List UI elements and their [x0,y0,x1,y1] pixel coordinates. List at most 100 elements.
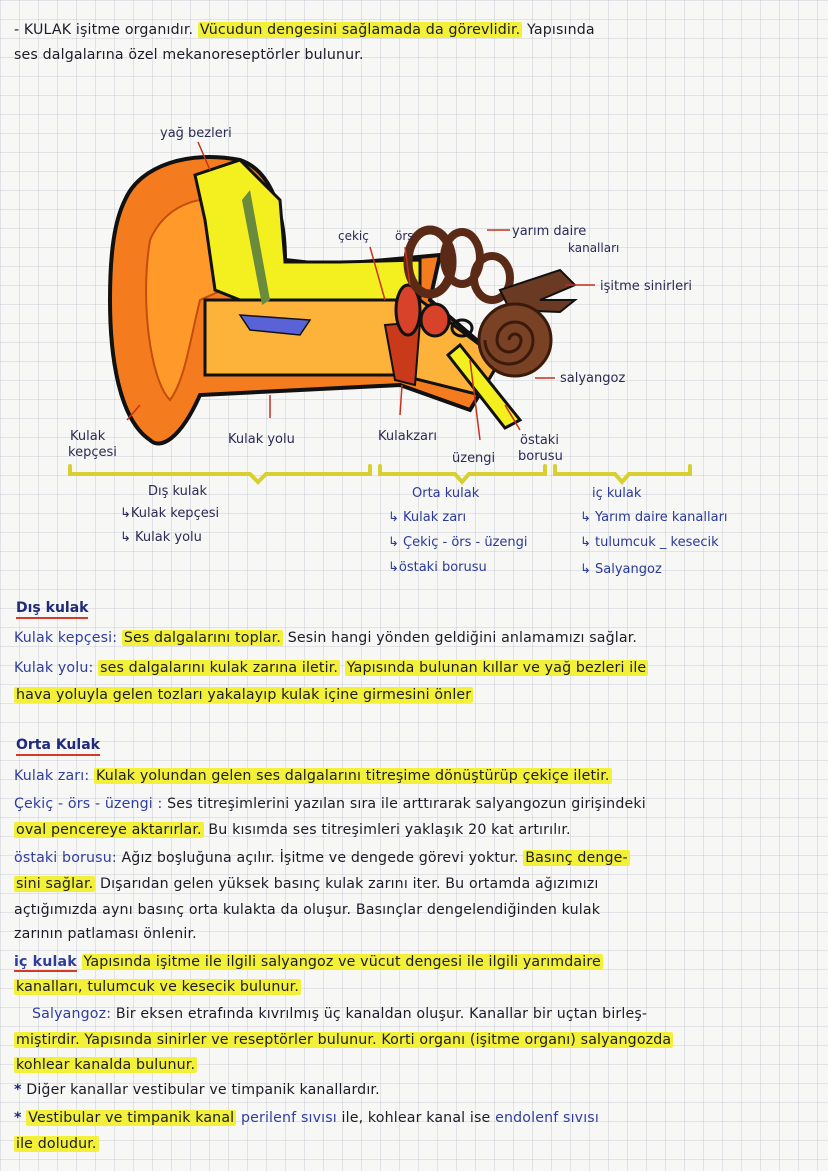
label-cekic: çekiç [338,229,369,243]
text: Bu kısımda ses titreşimleri yaklaşık 20 … [208,822,571,838]
dis-line-2: Kulak yolu: ses dalgalarını kulak zarına… [14,658,814,678]
term: Salyangoz: [32,1006,112,1022]
label-kulak-kepcesi-2: kepçesi [68,445,117,460]
orta-line-4: östaki borusu: Ağız boşluğuna açılır. İş… [14,848,814,868]
dis-line-1: Kulak kepçesi: Ses dalgalarını toplar. S… [14,628,814,648]
intro-line-2: ses dalgalarına özel mekanoreseptörler b… [14,45,814,65]
ossicle-hammer [394,283,422,337]
intro-text: ses dalgalarına özel mekanoreseptörler b… [14,47,364,63]
orta-kulak-title: Orta kulak [412,486,480,501]
term: östaki borusu: [14,850,117,866]
intro-part: Yapısında [527,22,595,38]
heading-ic-kulak: iç kulak [14,954,77,972]
canal-loop-1 [403,225,457,299]
orta-line-2: Çekiç - örs - üzengi : Ses titreşimlerin… [14,794,814,814]
label-ostaki-1: östaki [520,433,559,448]
text: Bir eksen etrafında kıvrılmış üç kanalda… [115,1006,648,1022]
highlight: ses dalgalarını kulak zarına iletir. [98,660,341,676]
highlight: Ses dalgalarını toplar. [121,630,284,646]
ic-kulak-item: ↳ Salyangoz [580,562,662,577]
term: Kulak kepçesi: [14,630,118,646]
highlight: ile doludur. [14,1136,99,1152]
canal-blue [238,314,312,336]
intro-part: - KULAK işitme organıdır. [14,22,194,38]
term: Kulak zarı: [14,768,90,784]
ic-line-2: kanalları, tulumcuk ve kesecik bulunur. [14,977,814,997]
ossicle-stirrup [450,318,474,338]
text: ile, kohlear kanal ise [341,1110,491,1126]
highlight: hava yoluyla gelen tozları yakalayıp kul… [14,687,474,703]
intro-line-1: - KULAK işitme organıdır. Vücudun denges… [14,20,814,40]
text: Dışarıdan gelen yüksek basınç kulak zarı… [100,876,599,892]
label-ostaki-2: borusu [518,449,563,464]
canal-loop-3 [470,252,514,304]
section-braces [68,464,692,486]
label-yag-bezleri: yağ bezleri [160,126,232,141]
ic-line-6: * Diğer kanallar vestibular ve timpanik … [14,1080,814,1100]
ear-diagram: yağ bezleri çekiç örs yarım daire kanall… [68,126,692,486]
orta-line-6: açtığımızda aynı basınç orta kulakta da … [14,900,814,920]
cochlea-spiral [483,320,535,366]
orta-line-5: sini sağlar. Dışarıdan gelen yüksek bası… [14,874,814,894]
heading-dis-kulak: Dış kulak [16,600,89,619]
text: Ağız boşluğuna açılır. İşitme ve dengede… [121,850,519,866]
star-icon: * [14,1082,22,1098]
text: Ses titreşimlerini yazılan sıra ile artt… [167,796,646,812]
cochlea-outer [477,302,553,378]
highlight: oval pencereye aktarırlar. [14,822,204,838]
skin-layer [193,158,422,302]
highlight: sini sağlar. [14,876,96,892]
text: açtığımızda aynı basınç orta kulakta da … [14,902,601,918]
orta-kulak-item: ↳östaki borusu [388,560,487,575]
heading-orta-kulak: Orta Kulak [16,737,100,756]
term: Çekiç - örs - üzengi : [14,796,163,812]
orta-line-1: Kulak zarı: Kulak yolundan gelen ses dal… [14,766,814,786]
dis-kulak-item: ↳Kulak kepçesi [120,506,220,521]
eustachian-tube [445,342,523,430]
label-kanallari: kanalları [568,241,619,255]
ic-kulak-item: ↳ Yarım daire kanalları [580,510,728,525]
star-icon: * [14,1110,22,1126]
text: Diğer kanallar vestibular ve timpanik ka… [26,1082,380,1098]
highlight: Kulak yolundan gelen ses dalgalarını tit… [93,768,612,784]
ic-line-1: iç kulak Yapısında işitme ile ilgili sal… [14,952,814,972]
dis-kulak-item: ↳ Kulak yolu [120,530,202,545]
term: endolenf sıvısı [495,1110,599,1126]
term: Kulak yolu: [14,660,94,676]
ic-line-8: ile doludur. [14,1134,814,1154]
label-ors: örs [395,229,414,243]
label-kulak-kepcesi-1: Kulak [70,429,106,444]
orta-kulak-item: ↳ Çekiç - örs - üzengi [388,535,528,550]
label-uzengi: üzengi [452,451,495,466]
label-salyangoz: salyangoz [560,371,625,386]
highlight: Vestibular ve timpanik kanal [26,1110,237,1126]
ic-line-3: Salyangoz: Bir eksen etrafında kıvrılmış… [14,1004,814,1024]
highlight: miştirdir. Yapısında sinirler ve reseptö… [14,1032,674,1048]
highlight: kohlear kanalda bulunur. [14,1057,198,1073]
term: perilenf sıvısı [240,1110,337,1126]
ic-line-7: * Vestibular ve timpanik kanal perilenf … [14,1108,814,1128]
label-kulak-zari: Kulakzarı [378,429,437,444]
orta-kulak-item: ↳ Kulak zarı [388,510,467,525]
highlight: kanalları, tulumcuk ve kesecik bulunur. [14,979,302,995]
ic-line-4: miştirdir. Yapısında sinirler ve reseptö… [14,1030,814,1050]
ic-kulak-title: iç kulak [592,486,642,501]
label-kulak-yolu: Kulak yolu [228,432,295,447]
ic-kulak-item: ↳ tulumcuk _ kesecik [580,535,719,550]
text: zarının patlaması önlenir. [14,926,197,942]
label-isitme-sinirleri: işitme sinirleri [600,279,692,294]
dis-kulak-title: Dış kulak [148,484,208,499]
intro-highlight: Vücudun dengesini sağlamada da görevlidi… [197,22,523,38]
orta-line-3: oval pencereye aktarırlar. Bu kısımda se… [14,820,814,840]
dis-line-3: hava yoluyla gelen tozları yakalayıp kul… [14,685,814,705]
ic-line-5: kohlear kanalda bulunur. [14,1055,814,1075]
canal-green [242,190,270,305]
highlight: Basınç denge- [523,850,630,866]
highlight: Yapısında bulunan kıllar ve yağ bezleri … [344,660,649,676]
label-yarim-daire: yarım daire [512,224,586,239]
highlight: Yapısında işitme ile ilgili salyangoz ve… [81,954,603,970]
orta-line-7: zarının patlaması önlenir. [14,924,814,944]
ossicle-anvil [419,302,451,338]
label-arrows [126,141,595,441]
text: Sesin hangi yönden geldiğini anlamamızı … [287,630,638,646]
